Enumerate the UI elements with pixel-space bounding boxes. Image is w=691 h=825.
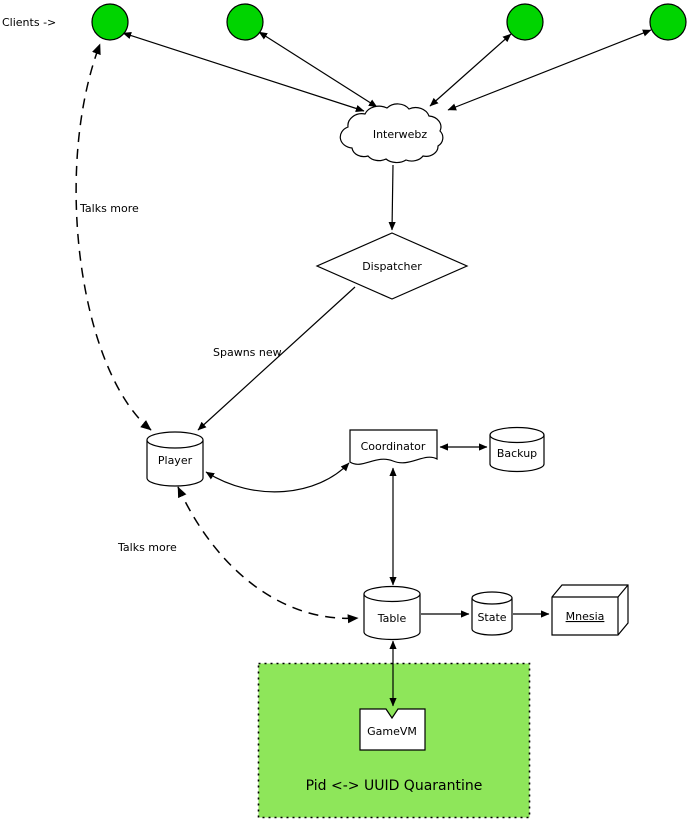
- coordinator-document-shape: [349, 429, 438, 465]
- player-cylinder-rim: [146, 439, 204, 449]
- edge-client2-interwebz: [258, 31, 378, 108]
- node-dispatcher: Dispatcher: [315, 232, 469, 300]
- table-cylinder-rim: [363, 593, 421, 603]
- dispatcher-label: Dispatcher: [362, 260, 422, 273]
- gamevm-shape: [359, 708, 426, 751]
- edge-player-coordinator: [205, 462, 350, 493]
- mnesia-label: Mnesia: [566, 610, 605, 623]
- interwebz-label: Interwebz: [373, 128, 428, 141]
- edge-dispatcher-player: [197, 286, 356, 431]
- edge-client1-interwebz: [122, 32, 365, 112]
- node-backup: Backup: [489, 426, 545, 473]
- node-coordinator: Coordinator: [349, 429, 438, 465]
- backup-label: Backup: [497, 447, 537, 460]
- edge-client4-interwebz: [447, 29, 652, 111]
- talks-more-upper-label: Talks more: [79, 202, 139, 215]
- client-node-3: [506, 3, 544, 41]
- edge-interwebz-dispatcher: [388, 164, 396, 231]
- node-mnesia: Mnesia: [551, 584, 629, 636]
- quarantine-label: Pid <-> UUID Quarantine: [306, 778, 483, 794]
- cloud-shape: [339, 103, 444, 164]
- state-cylinder-rim: [471, 597, 513, 605]
- state-label: State: [477, 611, 506, 624]
- node-state: State: [471, 591, 513, 636]
- node-gamevm: GameVM: [359, 708, 426, 751]
- client-node-2: [226, 3, 264, 41]
- edge-player-table-dashed: [177, 486, 359, 624]
- table-label: Table: [377, 612, 407, 625]
- client-node-4: [649, 3, 687, 41]
- spawns-new-label: Spawns new: [213, 346, 282, 359]
- node-player: Player: [146, 431, 204, 487]
- clients-label: Clients ->: [2, 16, 56, 29]
- edge-player-client1-dashed: [75, 43, 152, 431]
- player-label: Player: [158, 454, 193, 467]
- backup-cylinder-rim: [489, 434, 545, 444]
- gamevm-label: GameVM: [367, 725, 417, 738]
- node-table: Table: [363, 585, 421, 641]
- client-node-1: [91, 3, 129, 41]
- edge-client3-interwebz: [429, 33, 512, 107]
- diamond-shape: [315, 232, 469, 300]
- node-interwebz: Interwebz: [339, 103, 444, 164]
- mnesia-box3d-innerlines: [552, 584, 629, 635]
- talks-more-lower-label: Talks more: [117, 541, 177, 554]
- coordinator-label: Coordinator: [361, 440, 426, 453]
